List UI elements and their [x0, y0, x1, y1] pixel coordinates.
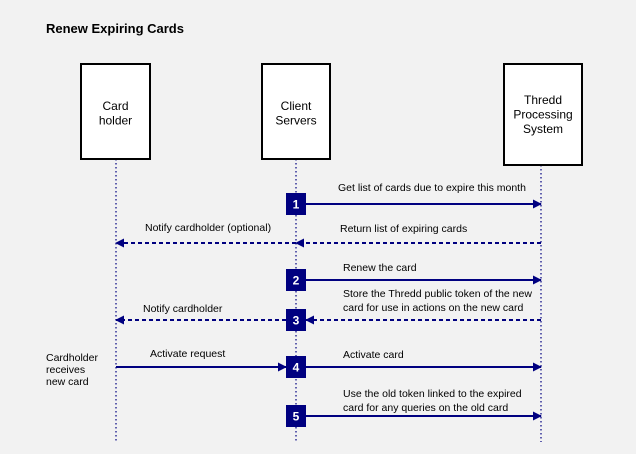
- step-number-3: 3: [293, 314, 300, 328]
- step-number-5: 5: [293, 410, 300, 424]
- client-servers-label: Servers: [275, 114, 316, 128]
- page-title: Renew Expiring Cards: [46, 21, 184, 36]
- message-label-notify-optional: Notify cardholder (optional): [145, 222, 271, 234]
- message-label-store-token: card for use in actions on the new card: [343, 302, 524, 314]
- message-label-activate-card: Activate card: [343, 349, 404, 361]
- message-label-activate-request: Activate request: [150, 348, 225, 360]
- message-label-use-old-token: card for any queries on the old card: [343, 402, 508, 414]
- thredd-label: System: [523, 122, 563, 136]
- step-box-2: [286, 269, 306, 291]
- step-box-5: [286, 405, 306, 427]
- message-label-get-list: Get list of cards due to expire this mon…: [338, 182, 526, 194]
- cardholder-note: Cardholder: [46, 352, 98, 364]
- step-number-1: 1: [293, 198, 300, 212]
- message-label-return-list: Return list of expiring cards: [340, 223, 467, 235]
- thredd-box: [503, 63, 583, 166]
- step-box-3: [286, 309, 306, 331]
- step-box-4: [286, 356, 306, 378]
- message-label-notify: Notify cardholder: [143, 303, 223, 315]
- message-label-use-old-token: Use the old token linked to the expired: [343, 388, 522, 400]
- message-label-renew: Renew the card: [343, 262, 417, 274]
- cardholder-box: [80, 63, 151, 160]
- cardholder-label: holder: [99, 114, 132, 128]
- cardholder-note: new card: [46, 376, 89, 388]
- thredd-label: Thredd: [524, 93, 562, 107]
- message-label-store-token: Store the Thredd public token of the new: [343, 288, 532, 300]
- step-number-2: 2: [293, 274, 300, 288]
- client-servers-box: [261, 63, 331, 160]
- step-box-1: [286, 193, 306, 215]
- step-number-4: 4: [293, 361, 300, 375]
- cardholder-label: Card: [102, 99, 128, 113]
- thredd-label: Processing: [513, 108, 572, 122]
- client-servers-label: Client: [281, 99, 312, 113]
- cardholder-note: receives: [46, 364, 85, 376]
